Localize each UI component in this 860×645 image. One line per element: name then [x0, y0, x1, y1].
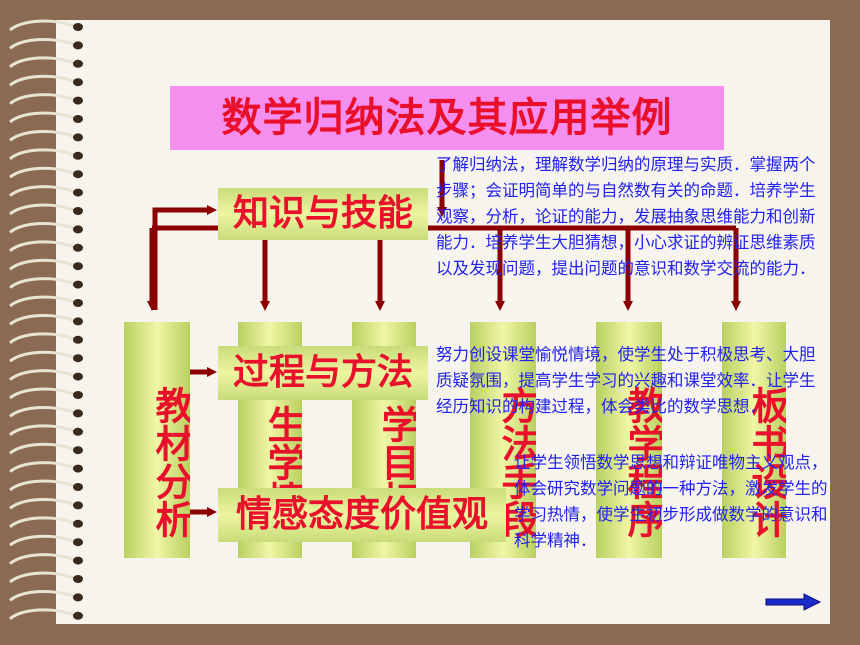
description-process: 努力创设课堂愉悦情境，使学生处于积极思考、大胆质疑氛围，提高学生学习的兴趣和课堂…: [436, 345, 816, 416]
binding-hole: [73, 575, 83, 583]
binding-ring: [9, 166, 75, 179]
column-label: 板书设计: [745, 386, 786, 538]
binding-ring: [9, 534, 75, 547]
binding-ring: [9, 442, 75, 455]
next-arrow-icon[interactable]: [764, 592, 824, 612]
binding-hole: [73, 170, 83, 179]
binding-hole: [73, 299, 83, 307]
binding-hole: [73, 427, 83, 436]
binding-hole: [73, 243, 83, 252]
binding-hole: [73, 354, 83, 363]
binding-hole: [73, 464, 83, 473]
binding-hole: [73, 225, 83, 234]
goal-box-attitude: 情感态度价值观: [218, 488, 506, 542]
binding-ring: [9, 74, 75, 87]
arrow-to-knowledge: [152, 205, 217, 310]
binding-hole: [73, 207, 83, 215]
binding-ring: [9, 277, 75, 289]
binding-ring: [9, 461, 75, 473]
description-attitude: 让学生领悟数学思想和辩证唯物主义观点，体会研究数学问题的一种方法，激发学生的学习…: [514, 453, 828, 550]
binding-ring: [9, 19, 75, 32]
binding-hole: [73, 335, 83, 344]
binding-hole: [73, 41, 83, 50]
binding-hole: [73, 262, 83, 271]
binding-ring: [9, 608, 75, 621]
binding-ring: [9, 405, 75, 418]
binding-hole: [73, 115, 83, 123]
goal-box-knowledge: 知识与技能: [218, 188, 428, 240]
binding-hole: [73, 59, 83, 68]
binding-ring: [9, 497, 75, 510]
binding-ring: [9, 129, 75, 142]
binding-ring: [9, 203, 75, 216]
binding-ring: [9, 387, 75, 400]
binding-hole: [73, 611, 83, 620]
spiral-binding: [9, 19, 83, 621]
binding-ring: [9, 516, 75, 529]
binding-ring: [9, 332, 75, 345]
binding-hole: [73, 23, 83, 31]
goal-box-process: 过程与方法: [218, 346, 428, 400]
binding-ring: [9, 571, 75, 584]
binding-hole: [73, 188, 83, 197]
binding-hole: [73, 593, 83, 602]
binding-hole: [73, 483, 83, 491]
binding-ring: [9, 295, 75, 308]
column-label: 教材分析: [149, 386, 190, 538]
binding-ring: [9, 93, 75, 105]
binding-hole: [73, 317, 83, 326]
binding-hole: [73, 372, 83, 381]
binding-hole: [73, 78, 83, 87]
column-teaching-procedure: 教学程序: [596, 322, 662, 558]
binding-hole: [73, 501, 83, 510]
binding-hole: [73, 538, 83, 547]
binding-hole: [73, 391, 83, 399]
binding-ring: [9, 369, 75, 381]
binding-ring: [9, 424, 75, 437]
binding-ring: [9, 553, 75, 565]
binding-ring: [9, 148, 75, 161]
binding-hole: [73, 151, 83, 160]
binding-ring: [9, 37, 75, 50]
description-knowledge: 了解归纳法，理解数学归纳的原理与实质．掌握两个步骤；会证明简单的与自然数有关的命…: [436, 155, 816, 278]
binding-hole: [73, 96, 83, 105]
binding-ring: [9, 56, 75, 69]
binding-ring: [9, 258, 75, 271]
binding-ring: [9, 589, 75, 602]
binding-hole: [73, 409, 83, 418]
column-label: 教学程序: [621, 386, 662, 538]
binding-ring: [9, 111, 75, 124]
column-board-design: 板书设计: [722, 322, 786, 558]
binding-hole: [73, 519, 83, 528]
binding-hole: [73, 133, 83, 142]
binding-ring: [9, 350, 75, 363]
column-textbook-analysis: 教材分析: [124, 322, 190, 558]
binding-ring: [9, 221, 75, 234]
binding-ring: [9, 479, 75, 492]
binding-hole: [73, 280, 83, 289]
binding-ring: [9, 313, 75, 326]
binding-ring: [9, 185, 75, 197]
binding-ring: [9, 240, 75, 253]
binding-hole: [73, 446, 83, 455]
page-title: 数学归纳法及其应用举例: [170, 86, 724, 150]
binding-hole: [73, 556, 83, 565]
